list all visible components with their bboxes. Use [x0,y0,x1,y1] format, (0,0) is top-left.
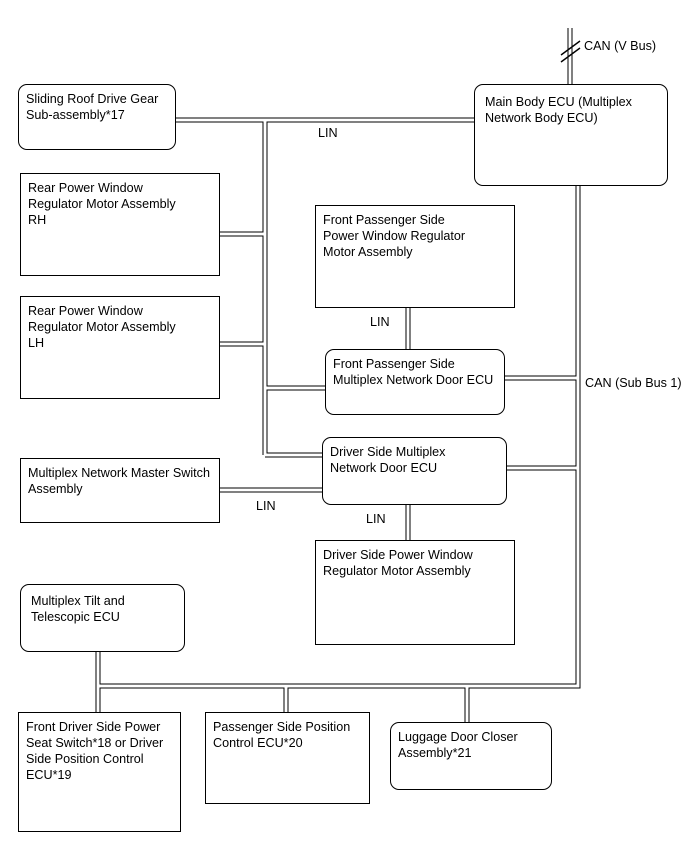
label-lin-master-switch: LIN [256,499,276,513]
box-front-driver-seat-switch: Front Driver Side Power Seat Switch*18 o… [18,712,181,832]
box-sliding-roof-drive-gear: Sliding Roof Drive Gear Sub-assembly*17 [18,84,176,150]
box-main-body-ecu: Main Body ECU (Multiplex Network Body EC… [474,84,668,186]
box-master-switch-assembly: Multiplex Network Master Switch Assembly [20,458,220,523]
box-luggage-door-closer: Luggage Door Closer Assembly*21 [390,722,552,790]
label-lin-main: LIN [318,126,338,140]
bus-break-mark [560,40,581,63]
box-passenger-position-ecu: Passenger Side Position Control ECU*20 [205,712,370,804]
box-tilt-telescopic-ecu: Multiplex Tilt and Telescopic ECU [20,584,185,652]
label-can-sub-bus-1: CAN (Sub Bus 1) [585,376,682,390]
label-lin-driver: LIN [366,512,386,526]
box-driver-window-motor: Driver Side Power Window Regulator Motor… [315,540,515,645]
box-rear-power-window-lh: Rear Power Window Regulator Motor Assemb… [20,296,220,399]
box-front-passenger-door-ecu: Front Passenger Side Multiplex Network D… [325,349,505,415]
box-rear-power-window-rh: Rear Power Window Regulator Motor Assemb… [20,173,220,276]
box-driver-side-door-ecu: Driver Side Multiplex Network Door ECU [322,437,507,505]
label-lin-front-passenger: LIN [370,315,390,329]
bus-wires-core [96,28,580,724]
label-can-v-bus: CAN (V Bus) [584,39,657,53]
box-front-passenger-window-motor: Front Passenger Side Power Window Regula… [315,205,515,308]
